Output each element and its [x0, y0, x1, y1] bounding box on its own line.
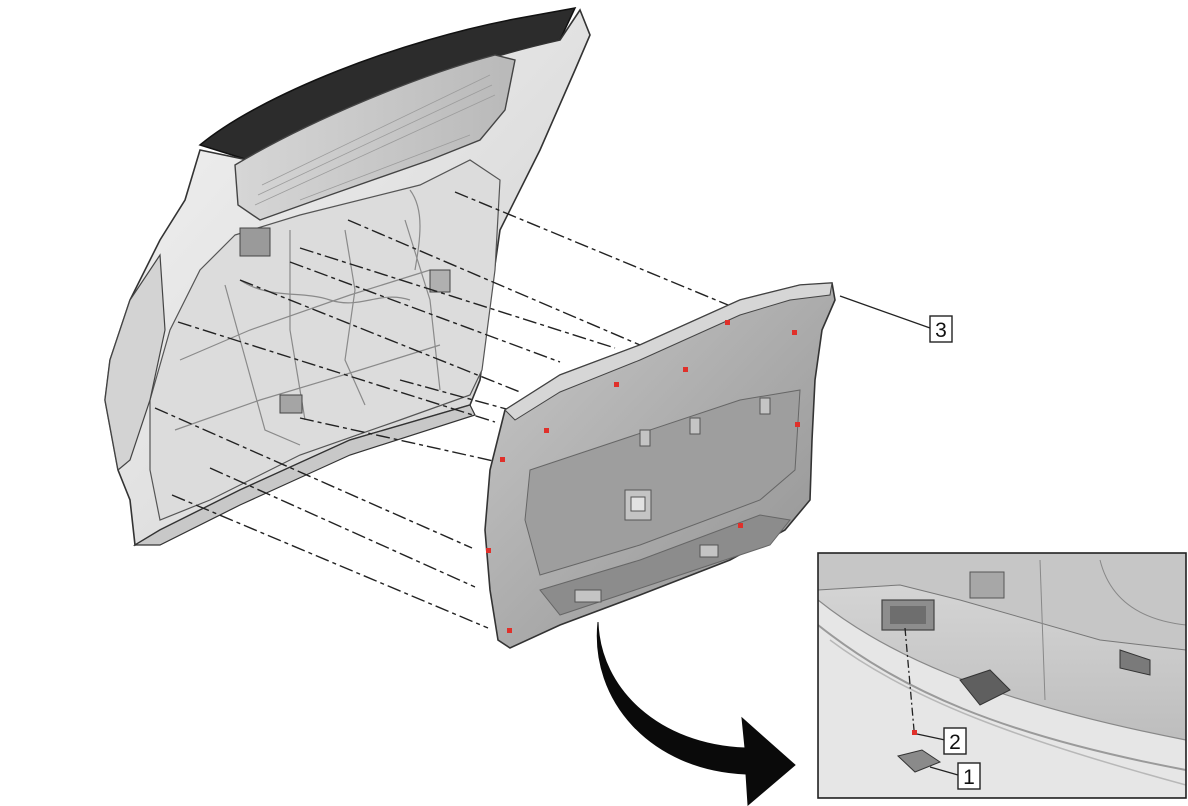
- door-side-trim: [104, 253, 166, 472]
- door-bracket-right: [429, 269, 451, 293]
- callout-1-label: 1: [963, 766, 975, 789]
- liftgate-door: [104, 7, 591, 547]
- trim-panel-top-lip: [504, 282, 833, 421]
- callout-1: 1: [957, 762, 981, 790]
- callout-3-label: 3: [935, 319, 947, 342]
- callout-2: 2: [943, 727, 967, 755]
- callout-3-leader: [839, 295, 931, 329]
- fastener-alignment-lines: [154, 191, 729, 629]
- trim-clip-markers: [486, 320, 800, 633]
- part-1-cover: [896, 749, 942, 773]
- detail-inset: [817, 552, 1187, 799]
- detail-view-arrow: [596, 621, 796, 806]
- door-inner-frame: [149, 159, 501, 521]
- callout-3: 3: [929, 315, 953, 343]
- door-rear-window: [234, 54, 516, 221]
- callout-2-label: 2: [949, 731, 961, 754]
- door-latch: [279, 394, 303, 414]
- door-hinge-left: [239, 227, 271, 257]
- liftgate-trim-panel: [484, 282, 836, 649]
